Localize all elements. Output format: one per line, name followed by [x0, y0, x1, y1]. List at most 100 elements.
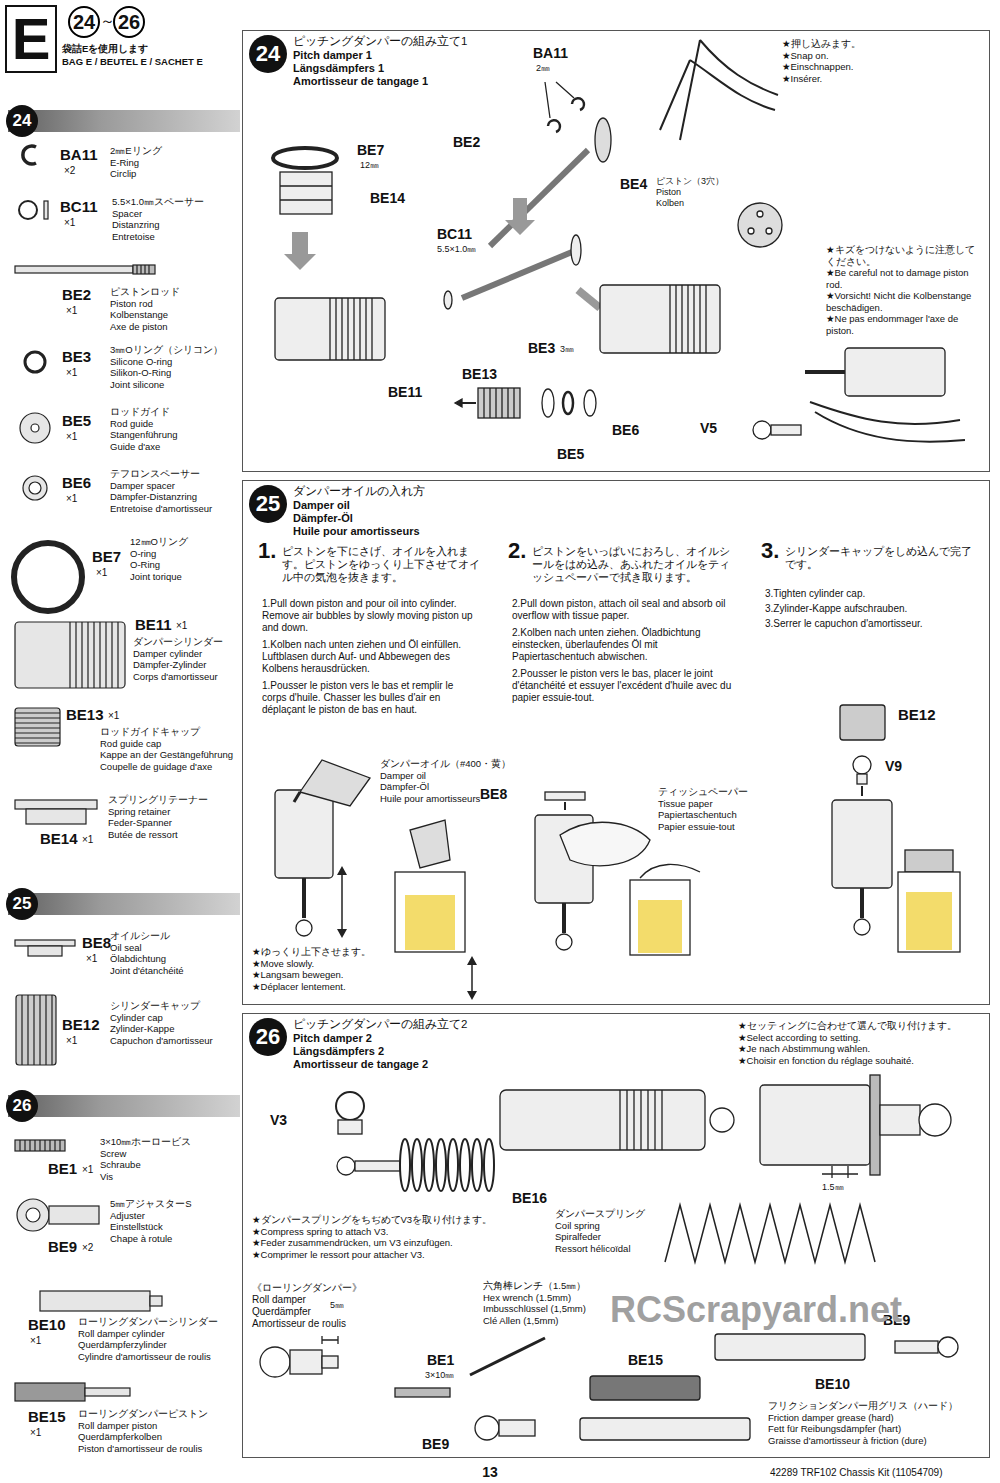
- assembly-illustration: [499, 1420, 535, 1436]
- instruction-group: 1.Pull down piston and pour oil into cyl…: [262, 598, 480, 721]
- part-code-group: BE13: [66, 706, 104, 724]
- assembly-illustration: [600, 285, 720, 353]
- assembly-illustration: [562, 903, 566, 933]
- part-description: Capuchon d'amortisseur: [110, 1035, 213, 1047]
- part-code-group: BE5: [62, 412, 91, 430]
- note: ★Langsam bewegen.: [252, 969, 371, 981]
- callout-label-group: BE10: [815, 1376, 850, 1393]
- assembly-illustration: [563, 392, 573, 414]
- callout-label-group: BE4: [620, 176, 647, 193]
- step-title: Pitch damper 2: [293, 1032, 467, 1045]
- part-description: Axe de piston: [110, 321, 180, 333]
- part-description: Piston rod: [110, 298, 180, 310]
- part-code-group: BE1: [48, 1160, 77, 1178]
- part-code: BE5: [62, 412, 91, 430]
- part-code: BA11: [60, 146, 98, 164]
- part-description: Screw: [100, 1148, 191, 1160]
- callout-label-group: V5: [700, 420, 717, 437]
- step-title: ピッチングダンパーの組み立て1: [293, 34, 467, 49]
- callout-label: BA11: [533, 45, 568, 62]
- part-description: Damper cylinder: [133, 648, 223, 660]
- part-description-group: ティッシュペーパーTissue paperPapiertaschentuchPa…: [658, 786, 748, 832]
- part-description: ローリングダンパーピストン: [78, 1408, 208, 1420]
- bag-step-number-group: 26: [114, 10, 144, 34]
- callout-label-group: V3: [270, 1112, 287, 1129]
- note-group: ★キズをつけないように注意してください。★Be careful not to d…: [826, 244, 976, 336]
- quantity-group: ×1: [64, 217, 75, 229]
- part-code-group: BE9: [48, 1238, 77, 1256]
- quantity: ×1: [66, 431, 77, 443]
- callout-label-group: BE8: [480, 786, 507, 803]
- assembly-illustration: [336, 1092, 364, 1120]
- assembly-illustration: [545, 82, 574, 118]
- assembly-illustration: [542, 389, 554, 417]
- part-description: Papier essuie-tout: [658, 821, 748, 833]
- instruction: 2.Kolben nach unten ziehen. Öladbichtung…: [512, 627, 734, 663]
- dimension-group: 2㎜: [536, 63, 550, 74]
- callout-label: BE13: [462, 366, 497, 383]
- part-code: BE15: [28, 1408, 66, 1426]
- part-description: Joint d'étanchéité: [110, 965, 184, 977]
- part-description-group: ローリングダンパーピストンRoll damper pistonQuerdämpf…: [78, 1408, 208, 1454]
- part-icon: [29, 482, 41, 494]
- instruction-group: ピストンを下にさげ、オイルを入れます。ピストンをゆっくり上下させてオイル中の気泡…: [282, 545, 482, 584]
- part-description: Papiertaschentuch: [658, 809, 748, 821]
- part-description: Tissue paper: [658, 798, 748, 810]
- step-index: 1.: [258, 538, 276, 564]
- section-title-group: 《ローリングダンパー》Roll damperQuerdämpferAmortis…: [252, 1282, 362, 1330]
- header-circle: [69, 7, 99, 37]
- assembly-illustration: [845, 348, 945, 396]
- part-description: Vis: [100, 1171, 191, 1183]
- part-description: Einstellstück: [110, 1221, 192, 1233]
- part-description: Spring retainer: [108, 806, 208, 818]
- dimension: 1.5㎜: [822, 1182, 844, 1193]
- part-code-group: BE12: [62, 1016, 100, 1034]
- part-code-group: BE8: [82, 934, 111, 952]
- quantity: ×1: [66, 1035, 77, 1047]
- part-code-group: BE10: [28, 1316, 66, 1334]
- note: ★Compress spring to attach V3.: [252, 1226, 522, 1238]
- step-number: 25: [249, 485, 287, 523]
- assembly-illustration: [630, 880, 690, 955]
- quantity-group: ×2: [64, 165, 75, 177]
- instruction: 3.Zylinder-Kappe aufschrauben.: [765, 603, 980, 615]
- part-icon: [15, 622, 125, 688]
- assembly-illustration: [880, 1105, 920, 1135]
- part-description: Fett für Reibungsdämpfer (hart): [768, 1423, 958, 1435]
- assembly-illustration: [341, 872, 343, 932]
- part-description: Friction damper grease (hard): [768, 1412, 958, 1424]
- section-title: Roll damper: [252, 1294, 362, 1306]
- assembly-illustration: [302, 878, 306, 918]
- part-description: 3×10㎜ホーロービス: [100, 1136, 191, 1148]
- part-description: Corps d'amortisseur: [133, 671, 223, 683]
- assembly-illustration: [455, 399, 462, 407]
- assembly-illustration: [462, 402, 476, 404]
- note-group: ★ダンパースプリングをちぢめてV3を取り付けます。★Compress sprin…: [252, 1214, 522, 1260]
- part-code: BE7: [92, 548, 121, 566]
- callout-label-group: BE13: [462, 366, 497, 383]
- quantity-group: ×1: [108, 710, 119, 722]
- note: ★Insérer.: [782, 73, 861, 85]
- instruction-group: ピストンをいっぱいにおろし、オイルシールをはめ込み、あふれたオイルをティッシュペ…: [532, 545, 737, 584]
- part-description-group: ロッドガイドキャップRod guide capKappe an der Gest…: [100, 726, 233, 772]
- part-description-group: 5.5×1.0㎜スペーサーSpacerDistanzringEntretoise: [112, 196, 204, 242]
- assembly-illustration: [638, 900, 682, 953]
- step-index-group: 2.: [508, 538, 526, 564]
- part-description: Entretoise: [112, 231, 204, 243]
- quantity: ×1: [82, 1164, 93, 1176]
- quantity-group: ×1: [96, 567, 107, 579]
- part-description: ティッシュペーパー: [658, 786, 748, 798]
- footer-code-group: 42289 TRF102 Chassis Kit (11054709): [770, 1467, 943, 1479]
- assembly-illustration: [590, 1376, 700, 1400]
- part-description: Clé Allen (1,5mm): [483, 1315, 586, 1327]
- part-description: Kappe an der Gestängeführung: [100, 749, 233, 761]
- assembly-illustration: [861, 786, 863, 796]
- part-icon: [20, 413, 50, 443]
- callout-label-group: BE3: [528, 340, 555, 357]
- step-title: Längsdämpfers 2: [293, 1045, 467, 1058]
- callout-label: BE5: [557, 446, 584, 463]
- part-description: O-ring: [130, 548, 188, 560]
- step-title: Längsdämpfers 1: [293, 62, 467, 75]
- callout-label-group: BE16: [512, 1190, 547, 1207]
- part-description-group: ピストン（3穴）PistonKolben: [656, 176, 724, 209]
